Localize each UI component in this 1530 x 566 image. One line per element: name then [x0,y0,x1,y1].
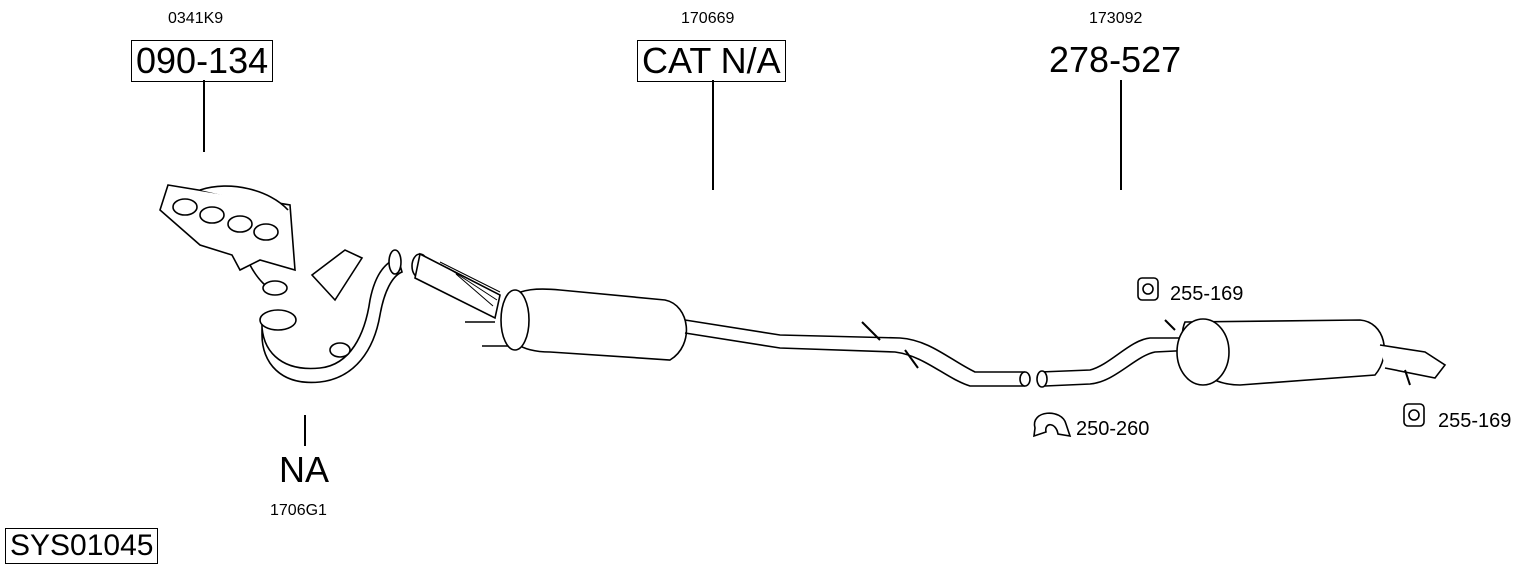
rubber-mount-icon [1403,403,1425,427]
system-code: SYS01045 [5,528,159,564]
rear-silencer [1036,318,1447,388]
mount-lower-part-number[interactable]: 255-169 [1438,410,1512,432]
manifold-ref: 0341K9 [168,10,224,27]
mount-upper-part-number[interactable]: 255-169 [1170,283,1244,305]
rear-silencer-part-number[interactable]: 278-527 [1049,39,1182,80]
catalyst-assembly [411,252,688,361]
catalyst-part-number[interactable]: CAT N/A [637,40,786,82]
manifold-part-number[interactable]: 090-134 [131,40,274,82]
front-pipe [259,249,403,384]
exhaust-manifold [159,184,296,296]
front-pipe-part-number[interactable]: NA [279,449,330,490]
middle-pipe [684,319,1031,387]
rear-silencer-ref: 173092 [1089,10,1143,27]
front-pipe-ref: 1706G1 [270,502,327,519]
clamp-part-number[interactable]: 250-260 [1076,418,1150,440]
catalyst-ref: 170669 [681,10,735,27]
pipe-clamp-icon [1033,412,1072,438]
rubber-mount-icon [1137,277,1159,301]
